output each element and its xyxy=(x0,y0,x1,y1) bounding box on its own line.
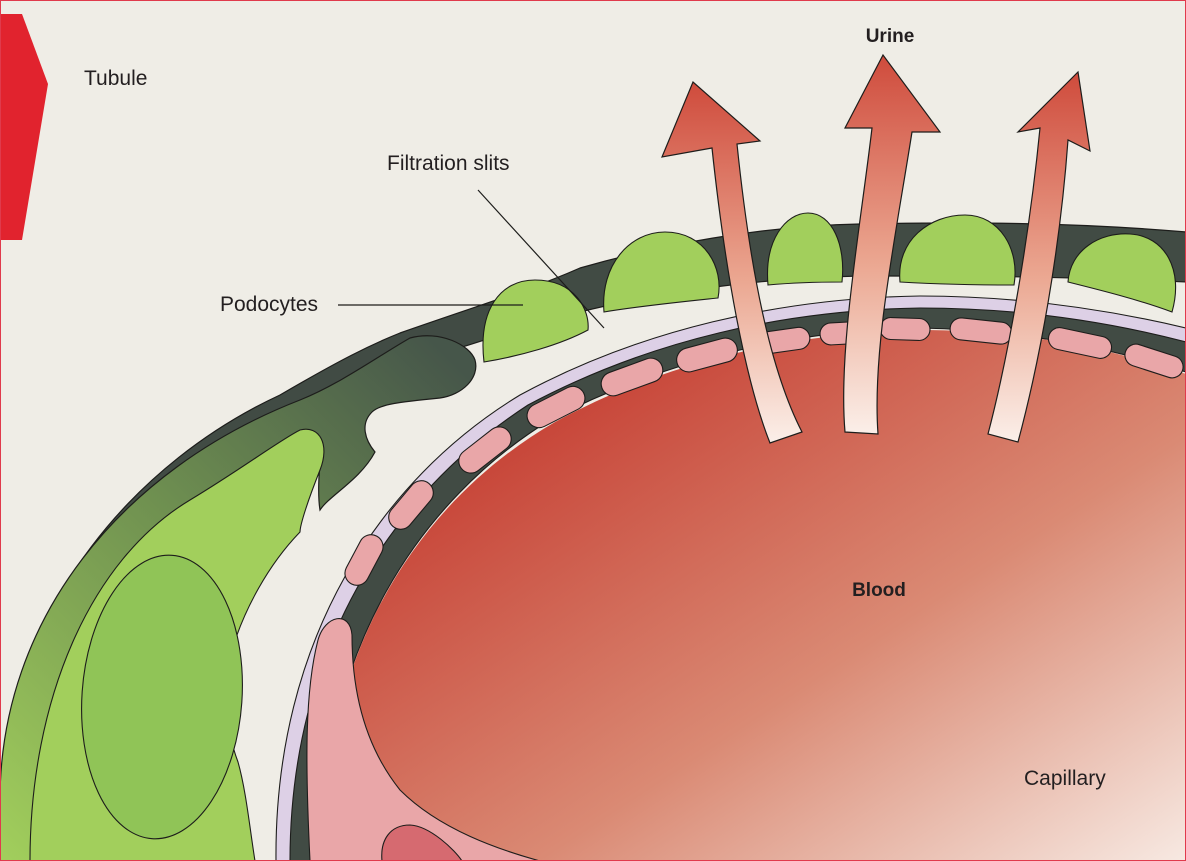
label-filtration-slits: Filtration slits xyxy=(387,152,510,175)
label-capillary: Capillary xyxy=(1024,767,1106,790)
label-blood: Blood xyxy=(852,580,906,601)
label-tubule: Tubule xyxy=(84,67,147,90)
label-podocytes: Podocytes xyxy=(220,293,318,316)
label-urine: Urine xyxy=(866,26,915,47)
